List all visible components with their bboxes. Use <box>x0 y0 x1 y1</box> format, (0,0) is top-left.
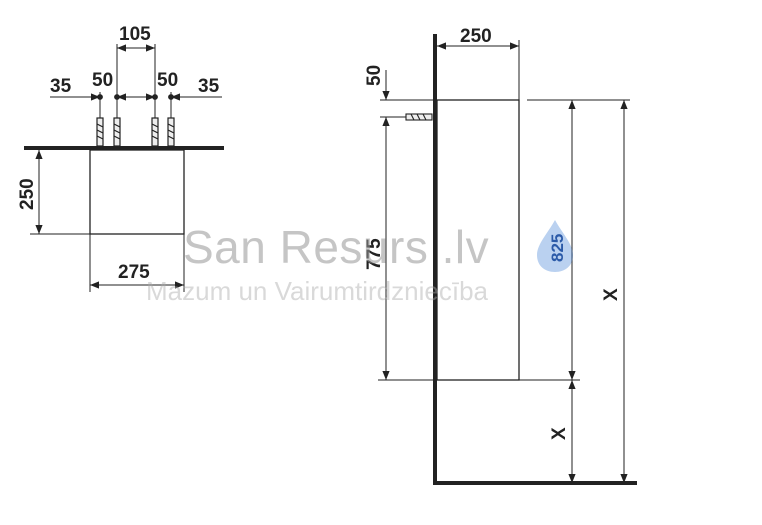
side-view <box>378 34 637 485</box>
side-dimension-labels: 250 50 775 X X <box>364 26 622 440</box>
plan-dim-35-right: 35 <box>198 76 220 97</box>
plan-dimension-labels: 105 35 50 50 35 250 275 <box>17 24 220 283</box>
plan-view <box>24 44 224 292</box>
plan-dim-50-left: 50 <box>92 70 113 91</box>
plan-anchor-group <box>96 117 175 147</box>
plan-dim-35-left: 35 <box>50 76 72 97</box>
watermark-badge-number: 825 <box>548 234 567 262</box>
watermark-title: San Resurs .lv <box>183 221 490 273</box>
side-dim-250: 250 <box>460 26 492 47</box>
side-dim-50: 50 <box>364 65 385 86</box>
plan-dim-250: 250 <box>17 178 38 210</box>
plan-dim-105: 105 <box>119 24 151 45</box>
plan-dim-50-right: 50 <box>157 70 178 91</box>
plan-dim-275: 275 <box>118 262 150 283</box>
side-cabinet-outline <box>436 99 520 381</box>
plan-cabinet-outline <box>89 149 185 235</box>
side-anchor <box>405 113 433 121</box>
watermark-subtitle: Mazum un Vairumtirdzniecība <box>146 276 488 306</box>
water-drop-icon <box>537 220 573 272</box>
side-dim-x-total: X <box>601 288 622 301</box>
side-dim-775: 775 <box>364 238 385 270</box>
side-dim-x-floor: X <box>549 427 570 440</box>
watermark-badge: 825 <box>537 220 573 272</box>
